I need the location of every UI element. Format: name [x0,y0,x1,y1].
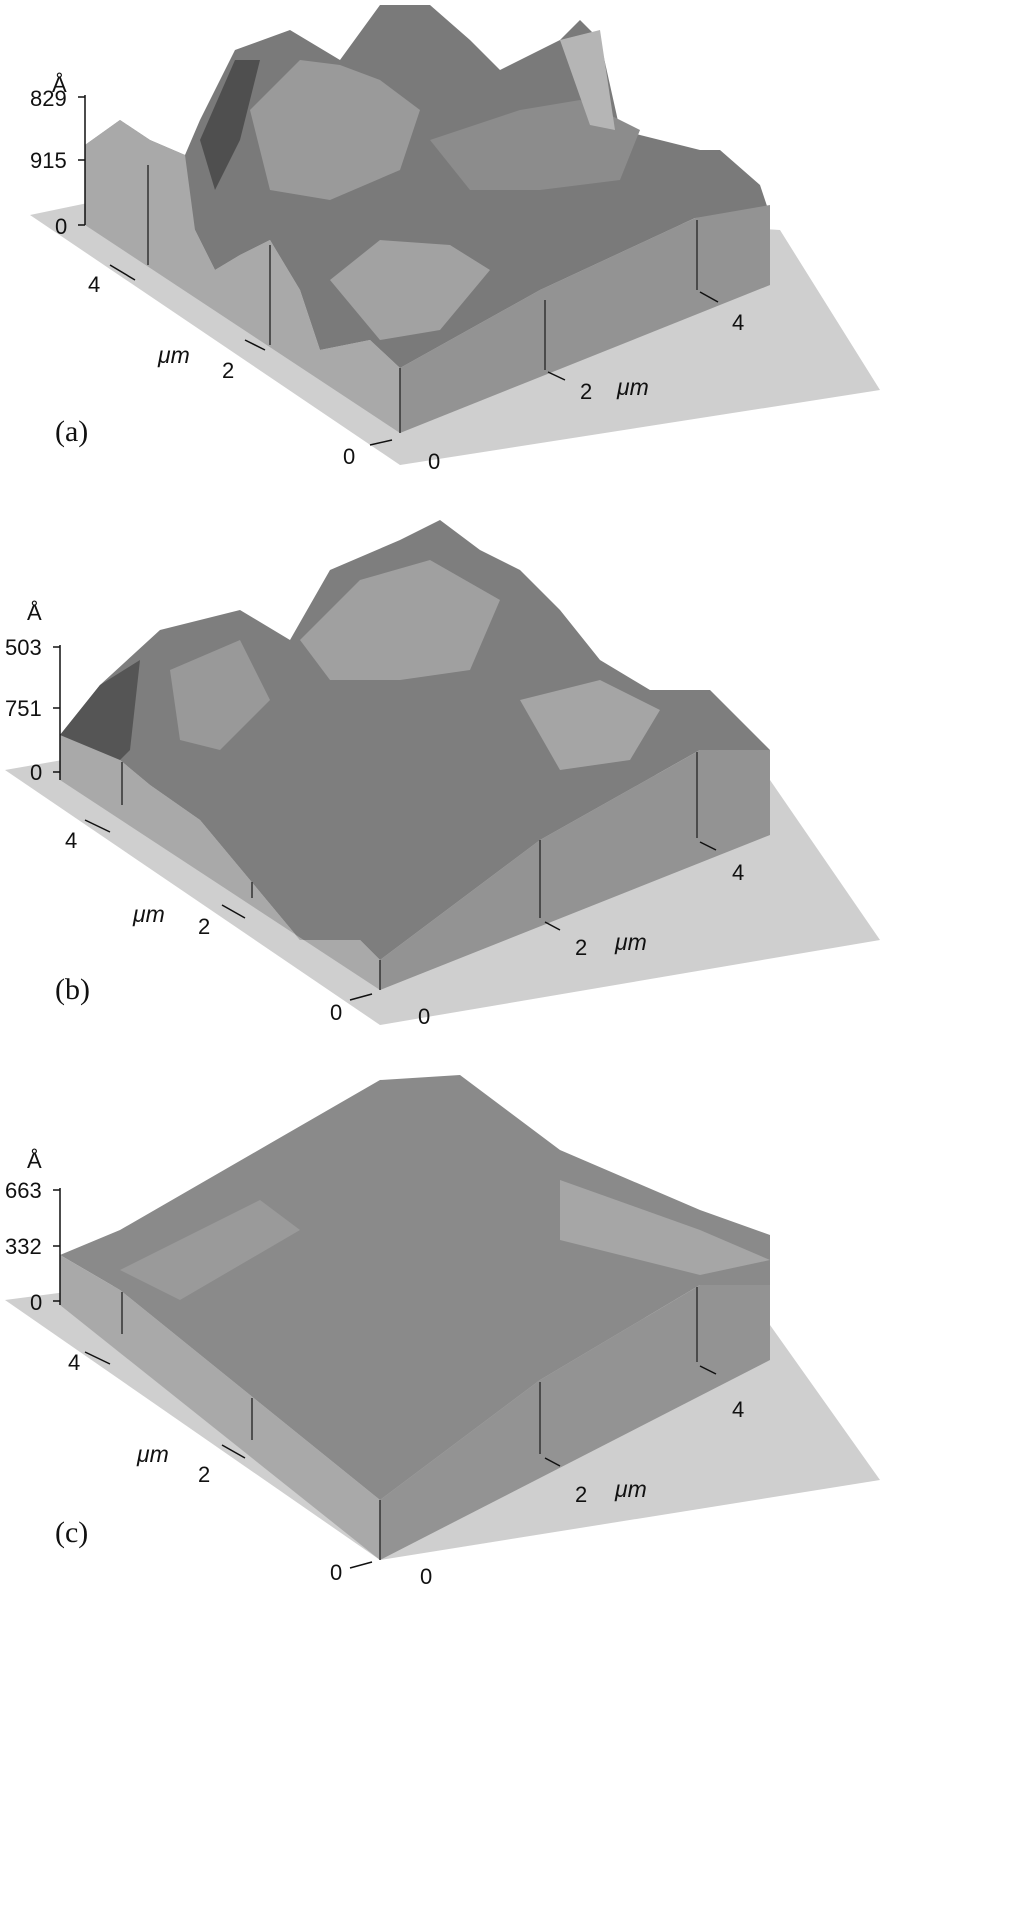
side-wall-left [60,1255,380,1560]
panel-c: Å 663 332 0 4 μm 2 (c) 0 0 0 2 μm 4 [0,1060,1024,1926]
panel-label: (c) [55,1516,88,1549]
left-axis-tick: 4 [88,272,100,297]
left-axis-tick: 2 [222,358,234,383]
right-axis-tick: 4 [732,310,744,335]
ridge-highlight [250,60,420,200]
z-tick-mid: 751 [5,696,42,721]
z-unit-label: Å [27,1148,42,1173]
z-tick-top: 503 [5,635,42,660]
z-tick-zero: 0 [30,760,42,785]
side-wall-left [60,735,380,990]
side-wall-right [400,205,770,433]
right-axis-tick: 0 [420,1564,432,1589]
ridge-highlight [430,100,640,190]
side-wall-left [85,120,400,433]
left-axis-tick: 0 [343,444,355,469]
surface-top [60,1075,770,1500]
afm-surface-a: Å 829 915 0 4 μm 2 (a) 0 0 2 μm 4 [30,5,880,474]
ridge-highlight [170,640,270,750]
z-tick-zero: 0 [55,214,67,239]
panel-label: (a) [55,415,88,448]
ridge-highlight [300,560,500,680]
z-tick-top: 829 [30,86,67,111]
right-axis-tick: 2 [580,379,592,404]
right-axis-tick: 0 [418,1004,430,1029]
texture-band [120,1200,300,1300]
left-axis-tick: 0 [330,1000,342,1025]
afm-surface-c: Å 663 332 0 4 μm 2 (c) 0 0 0 2 μm 4 [5,1075,880,1589]
z-unit-label: Å [52,72,67,97]
ridge-shadow [200,60,260,190]
left-axis-unit: μm [136,1441,169,1467]
right-axis-unit: μm [616,374,649,400]
right-axis-unit: μm [614,929,647,955]
side-wall-right [380,1285,770,1560]
ridge-highlight [520,680,660,770]
z-tick-mid: 332 [5,1234,42,1259]
ridge-highlight [330,240,490,340]
left-axis-tick: 2 [198,914,210,939]
panel-b: Å 503 751 0 4 μm 2 (b) 0 0 2 μm 4 [0,500,1024,1040]
right-axis-tick: 4 [732,1397,744,1422]
z-unit-label: Å [27,600,42,625]
right-axis-tick: 4 [732,860,744,885]
left-axis-tick: 0 [330,1560,342,1585]
left-axis-unit: μm [132,901,165,927]
right-axis-tick: 2 [575,1482,587,1507]
left-axis-tick: 4 [65,828,77,853]
ridge-shadow [560,30,615,130]
z-tick-mid: 915 [30,148,67,173]
side-wall-right [380,750,770,990]
right-axis-unit: μm [614,1476,647,1502]
ridge-shadow [60,660,140,770]
right-axis-tick: 0 [428,449,440,474]
panel-a: Å 829 915 0 4 μm 2 (a) 0 0 2 μm 4 [0,0,1024,480]
z-tick-top: 663 [5,1178,42,1203]
left-axis-tick: 2 [198,1462,210,1487]
z-tick-zero: 0 [30,1290,42,1315]
texture-band [560,1180,770,1275]
left-axis-unit: μm [157,342,190,368]
afm-surface-b: Å 503 751 0 4 μm 2 (b) 0 0 2 μm 4 [5,520,880,1029]
panel-label: (b) [55,973,90,1006]
left-axis-tick: 4 [68,1350,80,1375]
right-axis-tick: 2 [575,935,587,960]
surface-top [60,520,770,960]
